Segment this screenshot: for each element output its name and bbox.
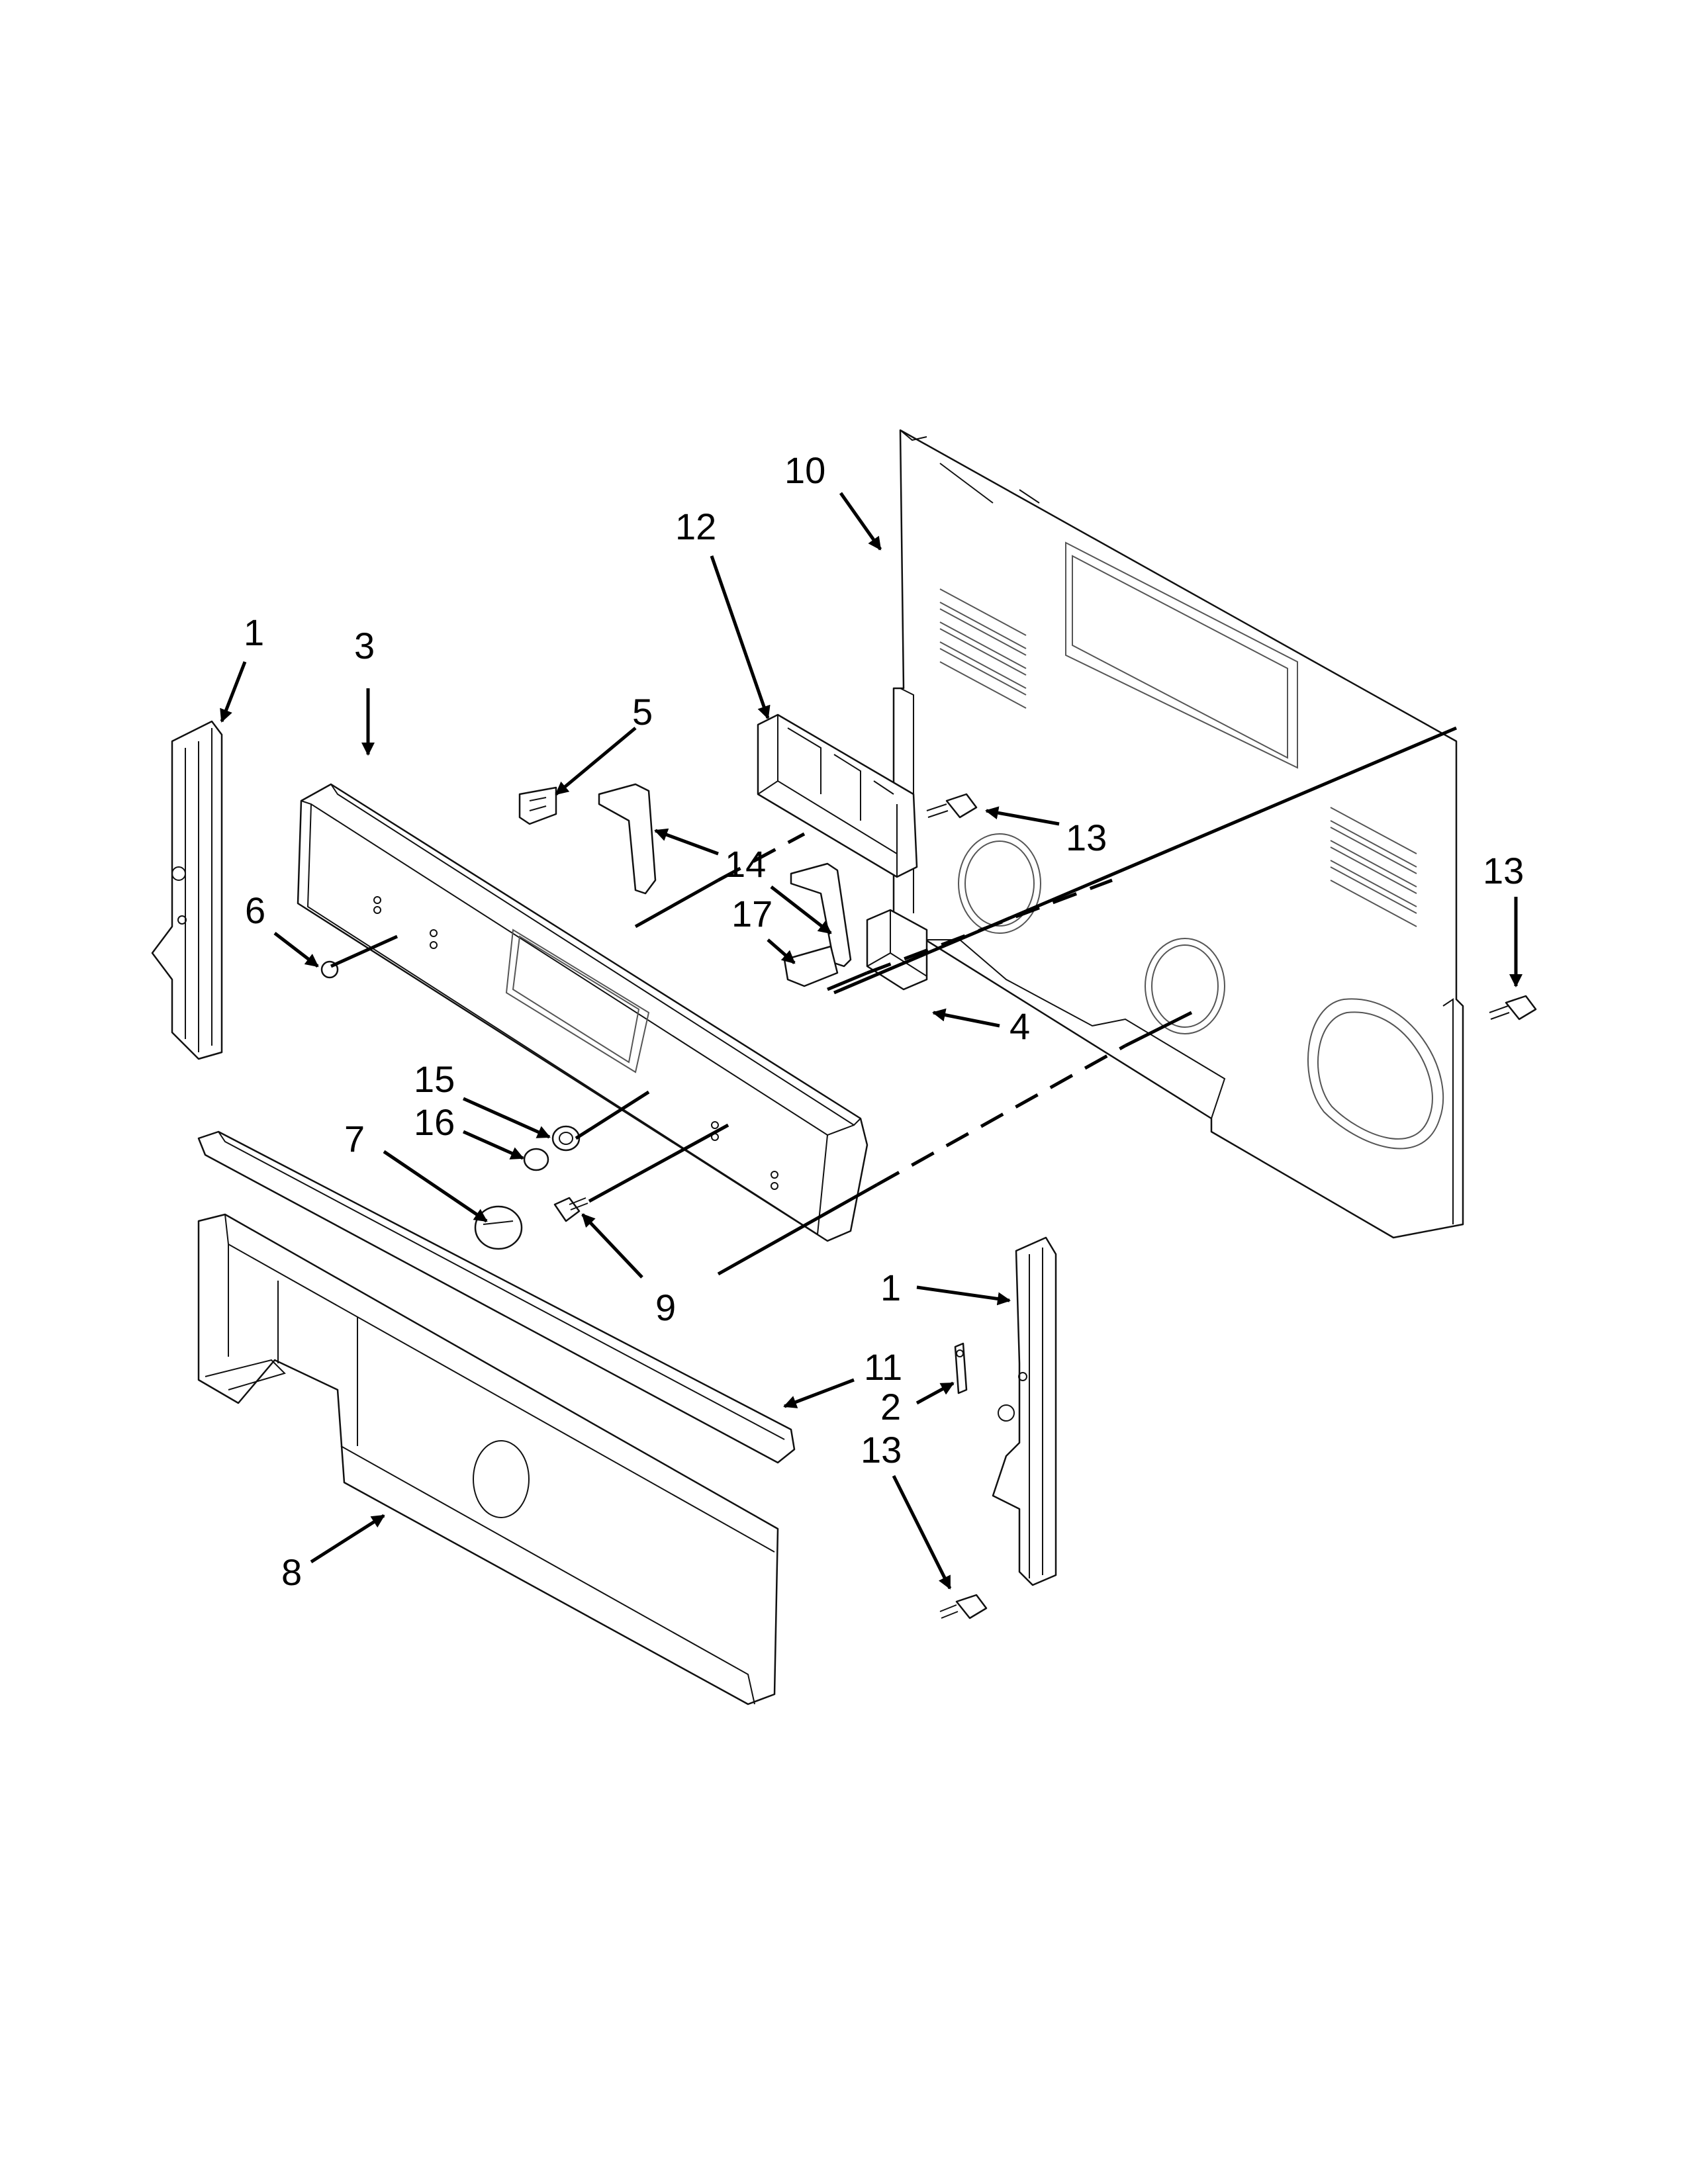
callout-13-mid: 13 <box>1066 817 1107 858</box>
callout-labels: 1 3 5 6 10 12 13 13 14 17 4 15 16 7 9 1 … <box>244 449 1524 1593</box>
callout-9: 9 <box>655 1287 676 1328</box>
callout-leaders <box>220 492 1523 1590</box>
callout-6: 6 <box>245 889 265 931</box>
vent-slots-right <box>1330 807 1417 927</box>
screw-part-9 <box>553 1197 588 1222</box>
control-panel-part-3 <box>297 783 868 1242</box>
trim-part-11 <box>197 1130 796 1464</box>
callout-12: 12 <box>675 506 716 547</box>
vent-slots-left <box>939 588 1027 709</box>
callout-15: 15 <box>414 1058 455 1100</box>
callout-7: 7 <box>344 1118 365 1160</box>
callout-1-left: 1 <box>244 612 264 653</box>
callout-10: 10 <box>784 449 825 491</box>
callout-17: 17 <box>731 893 773 934</box>
callout-11: 11 <box>864 1346 902 1388</box>
callout-16: 16 <box>414 1101 455 1143</box>
knob-retainer-part-15 <box>551 1125 581 1152</box>
bracket-part-14-b <box>790 862 852 968</box>
end-cap-bracket-part-1-right <box>992 1236 1057 1586</box>
clip-part-2 <box>954 1342 968 1394</box>
callout-3: 3 <box>354 625 375 666</box>
screw-part-13-bottom <box>939 1594 988 1619</box>
electronic-control-part-12 <box>757 713 918 878</box>
switch-part-5 <box>518 786 557 825</box>
assembly-lines <box>330 726 1457 1276</box>
screw-part-13-right <box>1489 995 1537 1021</box>
knob-part-7 <box>474 1205 523 1250</box>
callout-14: 14 <box>725 843 766 885</box>
callout-2: 2 <box>880 1386 901 1428</box>
terminal-block-part-4 <box>866 909 928 991</box>
callout-8: 8 <box>281 1551 302 1593</box>
screw-part-13-mid <box>926 793 978 819</box>
callout-13-bottom: 13 <box>861 1429 902 1471</box>
switch-part-17 <box>783 945 839 987</box>
lower-panel-part-8 <box>197 1213 779 1706</box>
callout-5: 5 <box>632 691 653 733</box>
end-cap-bracket-part-1-left <box>151 720 223 1060</box>
callout-4: 4 <box>1009 1005 1030 1047</box>
knob-part-16 <box>523 1148 549 1171</box>
rear-panel-part-10 <box>892 429 1464 1239</box>
callout-1-right: 1 <box>880 1267 901 1308</box>
callout-13-right: 13 <box>1483 850 1524 891</box>
bracket-part-14-a <box>598 783 657 895</box>
